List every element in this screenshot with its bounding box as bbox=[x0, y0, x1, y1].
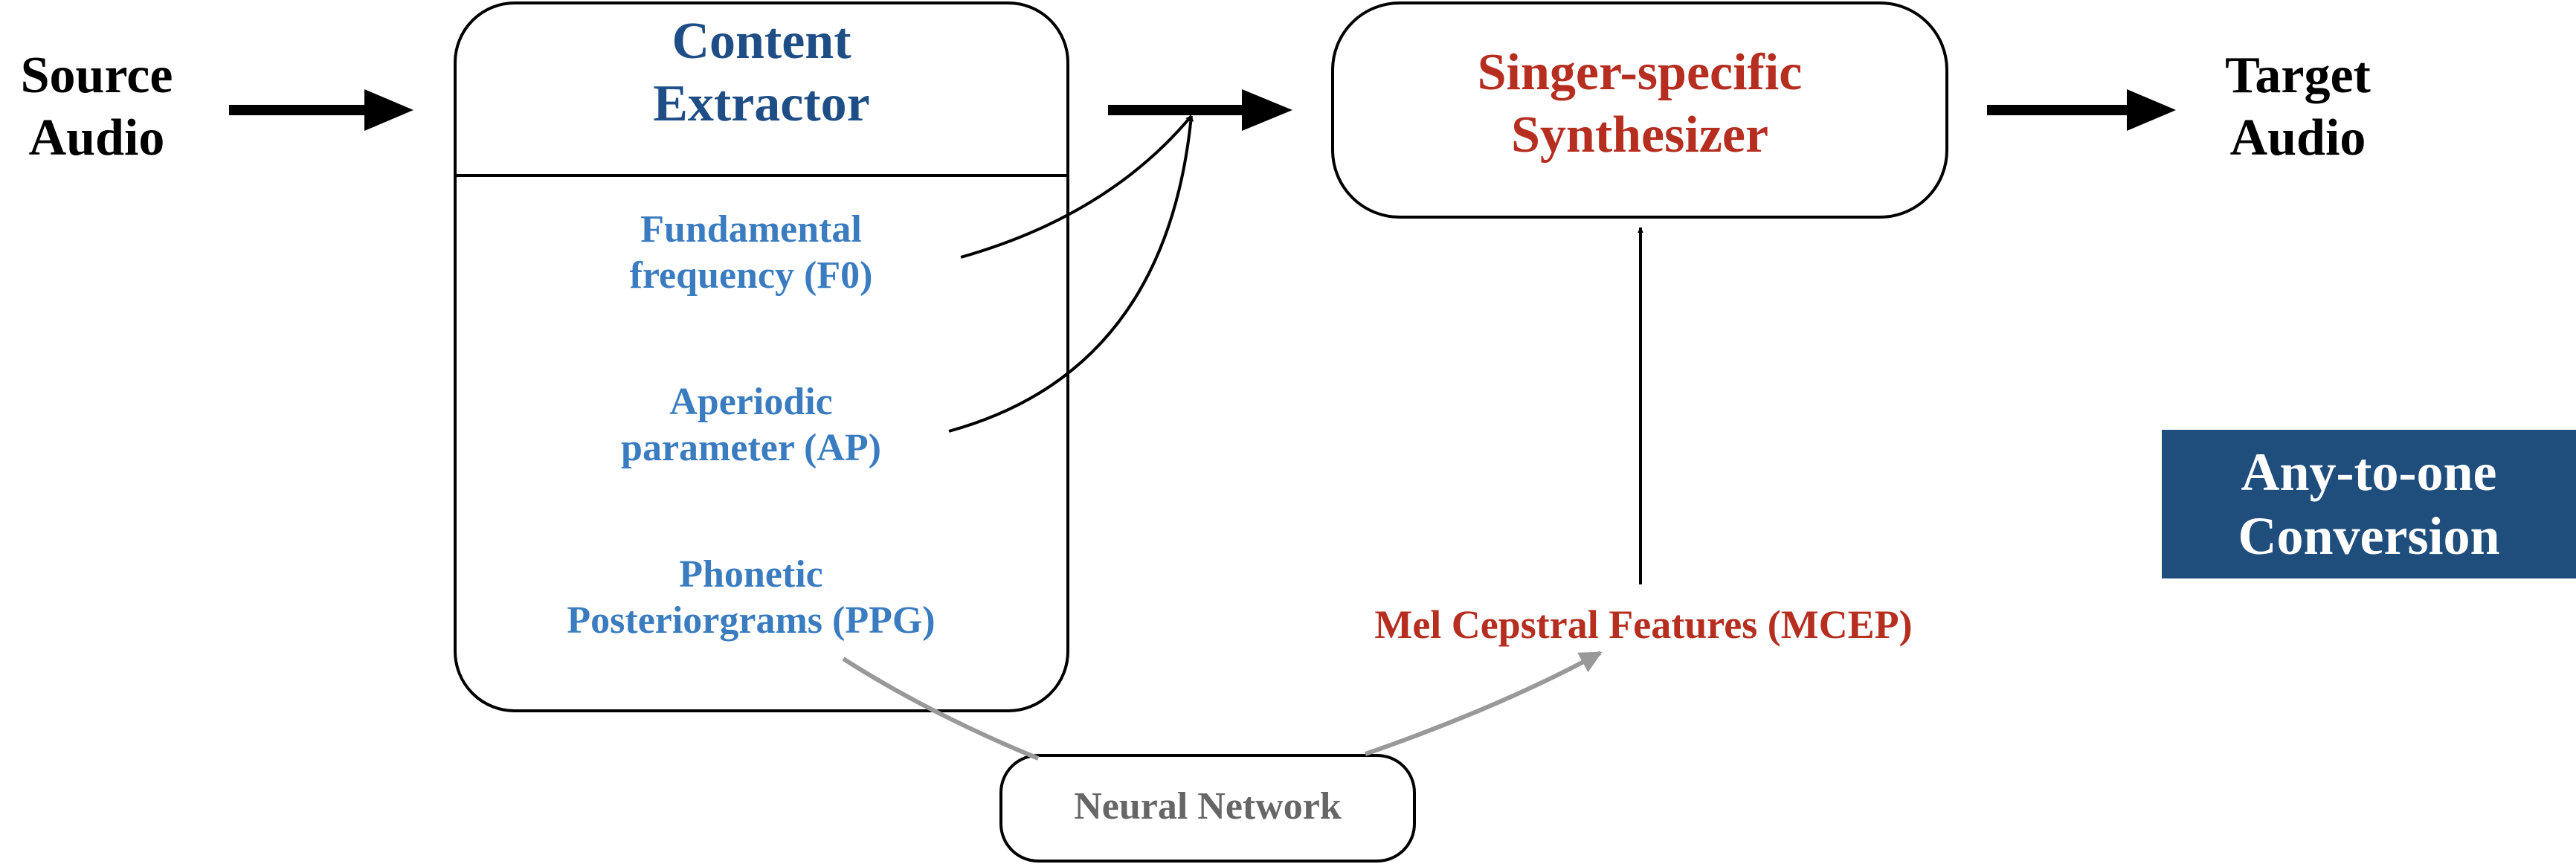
feature-ppg: Phonetic Posteriorgrams (PPG) bbox=[567, 553, 936, 642]
feature-f0: Fundamental frequency (F0) bbox=[629, 208, 873, 297]
content-extractor-box bbox=[454, 1, 1069, 712]
feature-ap: Aperiodic parameter (AP) bbox=[621, 381, 881, 470]
neural-network-label: Neural Network bbox=[1074, 785, 1342, 828]
neural-network-box bbox=[999, 754, 1416, 863]
synthesizer-box bbox=[1331, 1, 1948, 219]
synthesizer-to-target-arrow bbox=[1987, 89, 2176, 131]
any-to-one-badge: Any-to-one Conversion bbox=[2162, 430, 2576, 578]
ppg-to-network-curve bbox=[842, 657, 1040, 761]
network-to-mcep-arrow bbox=[1365, 651, 1603, 756]
synthesizer-title: Singer-specific Synthesizer bbox=[1477, 44, 1803, 164]
f0-curve-arrow bbox=[960, 115, 1193, 259]
ap-curve-arrow bbox=[948, 115, 1194, 433]
content-extractor-title: Content Extractor bbox=[653, 13, 870, 132]
source-audio-label: Source Audio bbox=[20, 47, 173, 167]
badge-text: Any-to-one Conversion bbox=[2238, 442, 2500, 566]
source-to-extractor-arrow bbox=[229, 89, 413, 131]
mcep-label: Mel Cepstral Features (MCEP) bbox=[1374, 602, 1913, 647]
extractor-to-synthesizer-arrow bbox=[1108, 89, 1292, 131]
target-audio-label: Target Audio bbox=[2225, 47, 2371, 167]
